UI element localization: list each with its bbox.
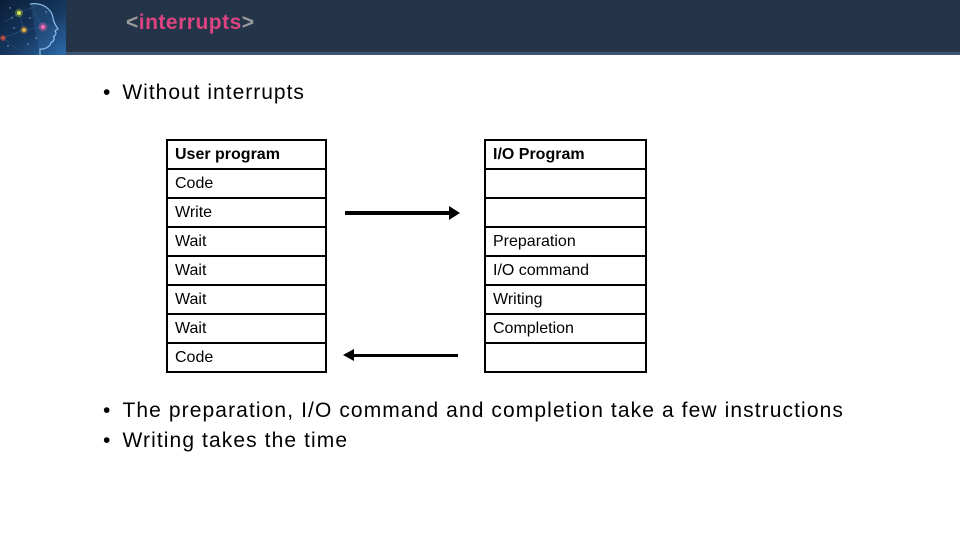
table-row	[484, 342, 647, 373]
arrow-shaft	[345, 211, 450, 215]
title-text: interrupts	[138, 11, 242, 34]
io-program-table: I/O Program Preparation I/O command Writ…	[484, 139, 647, 373]
user-program-table: User program Code Write Wait Wait Wait W…	[166, 139, 327, 373]
table-header-row: User program	[166, 139, 327, 170]
bullet-icon: •	[103, 81, 112, 104]
bullet-icon: •	[103, 399, 112, 422]
slide-title: <interrupts>	[126, 8, 255, 38]
table-row: Preparation	[484, 226, 647, 257]
table-row: Writing	[484, 284, 647, 315]
glow-nodes	[0, 8, 48, 41]
intro-bullet-text: Without interrupts	[122, 81, 305, 104]
table-row: Wait	[166, 226, 327, 257]
note-line: • The preparation, I/O command and compl…	[103, 396, 844, 426]
digital-head-brain-image	[0, 0, 66, 55]
table-row: I/O command	[484, 255, 647, 286]
note-text: The preparation, I/O command and complet…	[122, 399, 844, 422]
table-row: Wait	[166, 255, 327, 286]
bullet-icon: •	[103, 429, 112, 452]
title-open-bracket: <	[126, 11, 139, 34]
table-row: Wait	[166, 313, 327, 344]
table-row	[484, 197, 647, 228]
table-row: Code	[166, 168, 327, 199]
table-row: Wait	[166, 284, 327, 315]
right-arrow-write-to-io	[345, 206, 460, 220]
header-bar	[0, 0, 960, 55]
left-arrow-io-to-code	[343, 349, 458, 361]
arrow-shaft	[353, 354, 458, 357]
notes-block: • The preparation, I/O command and compl…	[103, 396, 844, 456]
table-header-row: I/O Program	[484, 139, 647, 170]
table-row: Completion	[484, 313, 647, 344]
table-row: Code	[166, 342, 327, 373]
intro-bullet-line: • Without interrupts	[103, 80, 305, 106]
particle-dots	[7, 7, 47, 47]
head-profile-outline	[29, 3, 59, 55]
title-close-bracket: >	[241, 11, 255, 34]
arrowhead-right-icon	[449, 206, 460, 220]
note-text: Writing takes the time	[122, 429, 349, 452]
table-row	[484, 168, 647, 199]
arrowhead-left-icon	[343, 349, 354, 361]
note-line: • Writing takes the time	[103, 426, 844, 456]
table-row: Write	[166, 197, 327, 228]
